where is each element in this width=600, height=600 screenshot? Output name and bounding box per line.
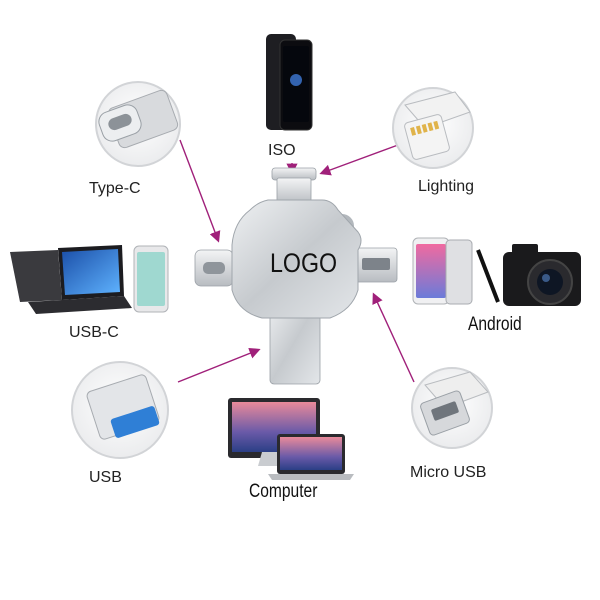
arrow-usb (177, 347, 261, 383)
arrow-lighting (319, 144, 399, 176)
label-type-c: Type-C (89, 180, 141, 197)
computer-illustration (228, 398, 354, 480)
laptop-and-phone-illustration (10, 245, 169, 314)
label-computer: Computer (249, 481, 318, 502)
usb-connector-circle (71, 361, 169, 459)
arrow-micro-usb (372, 292, 415, 383)
flash-drive-illustration (194, 167, 398, 385)
arrows (177, 139, 415, 383)
label-iso: ISO (268, 142, 296, 159)
micro-usb-connector-circle (411, 367, 493, 449)
label-usb-c: USB-C (69, 324, 119, 341)
label-lighting: Lighting (418, 178, 475, 195)
lightning-connector-circle (392, 87, 474, 169)
logo-text: LOGO (270, 248, 338, 278)
arrow-type-c (179, 139, 221, 243)
iphone-illustration (266, 34, 313, 131)
label-usb: USB (89, 469, 122, 486)
android-phone-and-camera-illustration (412, 237, 581, 306)
label-android: Android (468, 314, 522, 335)
label-micro-usb: Micro USB (410, 464, 487, 481)
type-c-connector-circle (95, 81, 181, 167)
